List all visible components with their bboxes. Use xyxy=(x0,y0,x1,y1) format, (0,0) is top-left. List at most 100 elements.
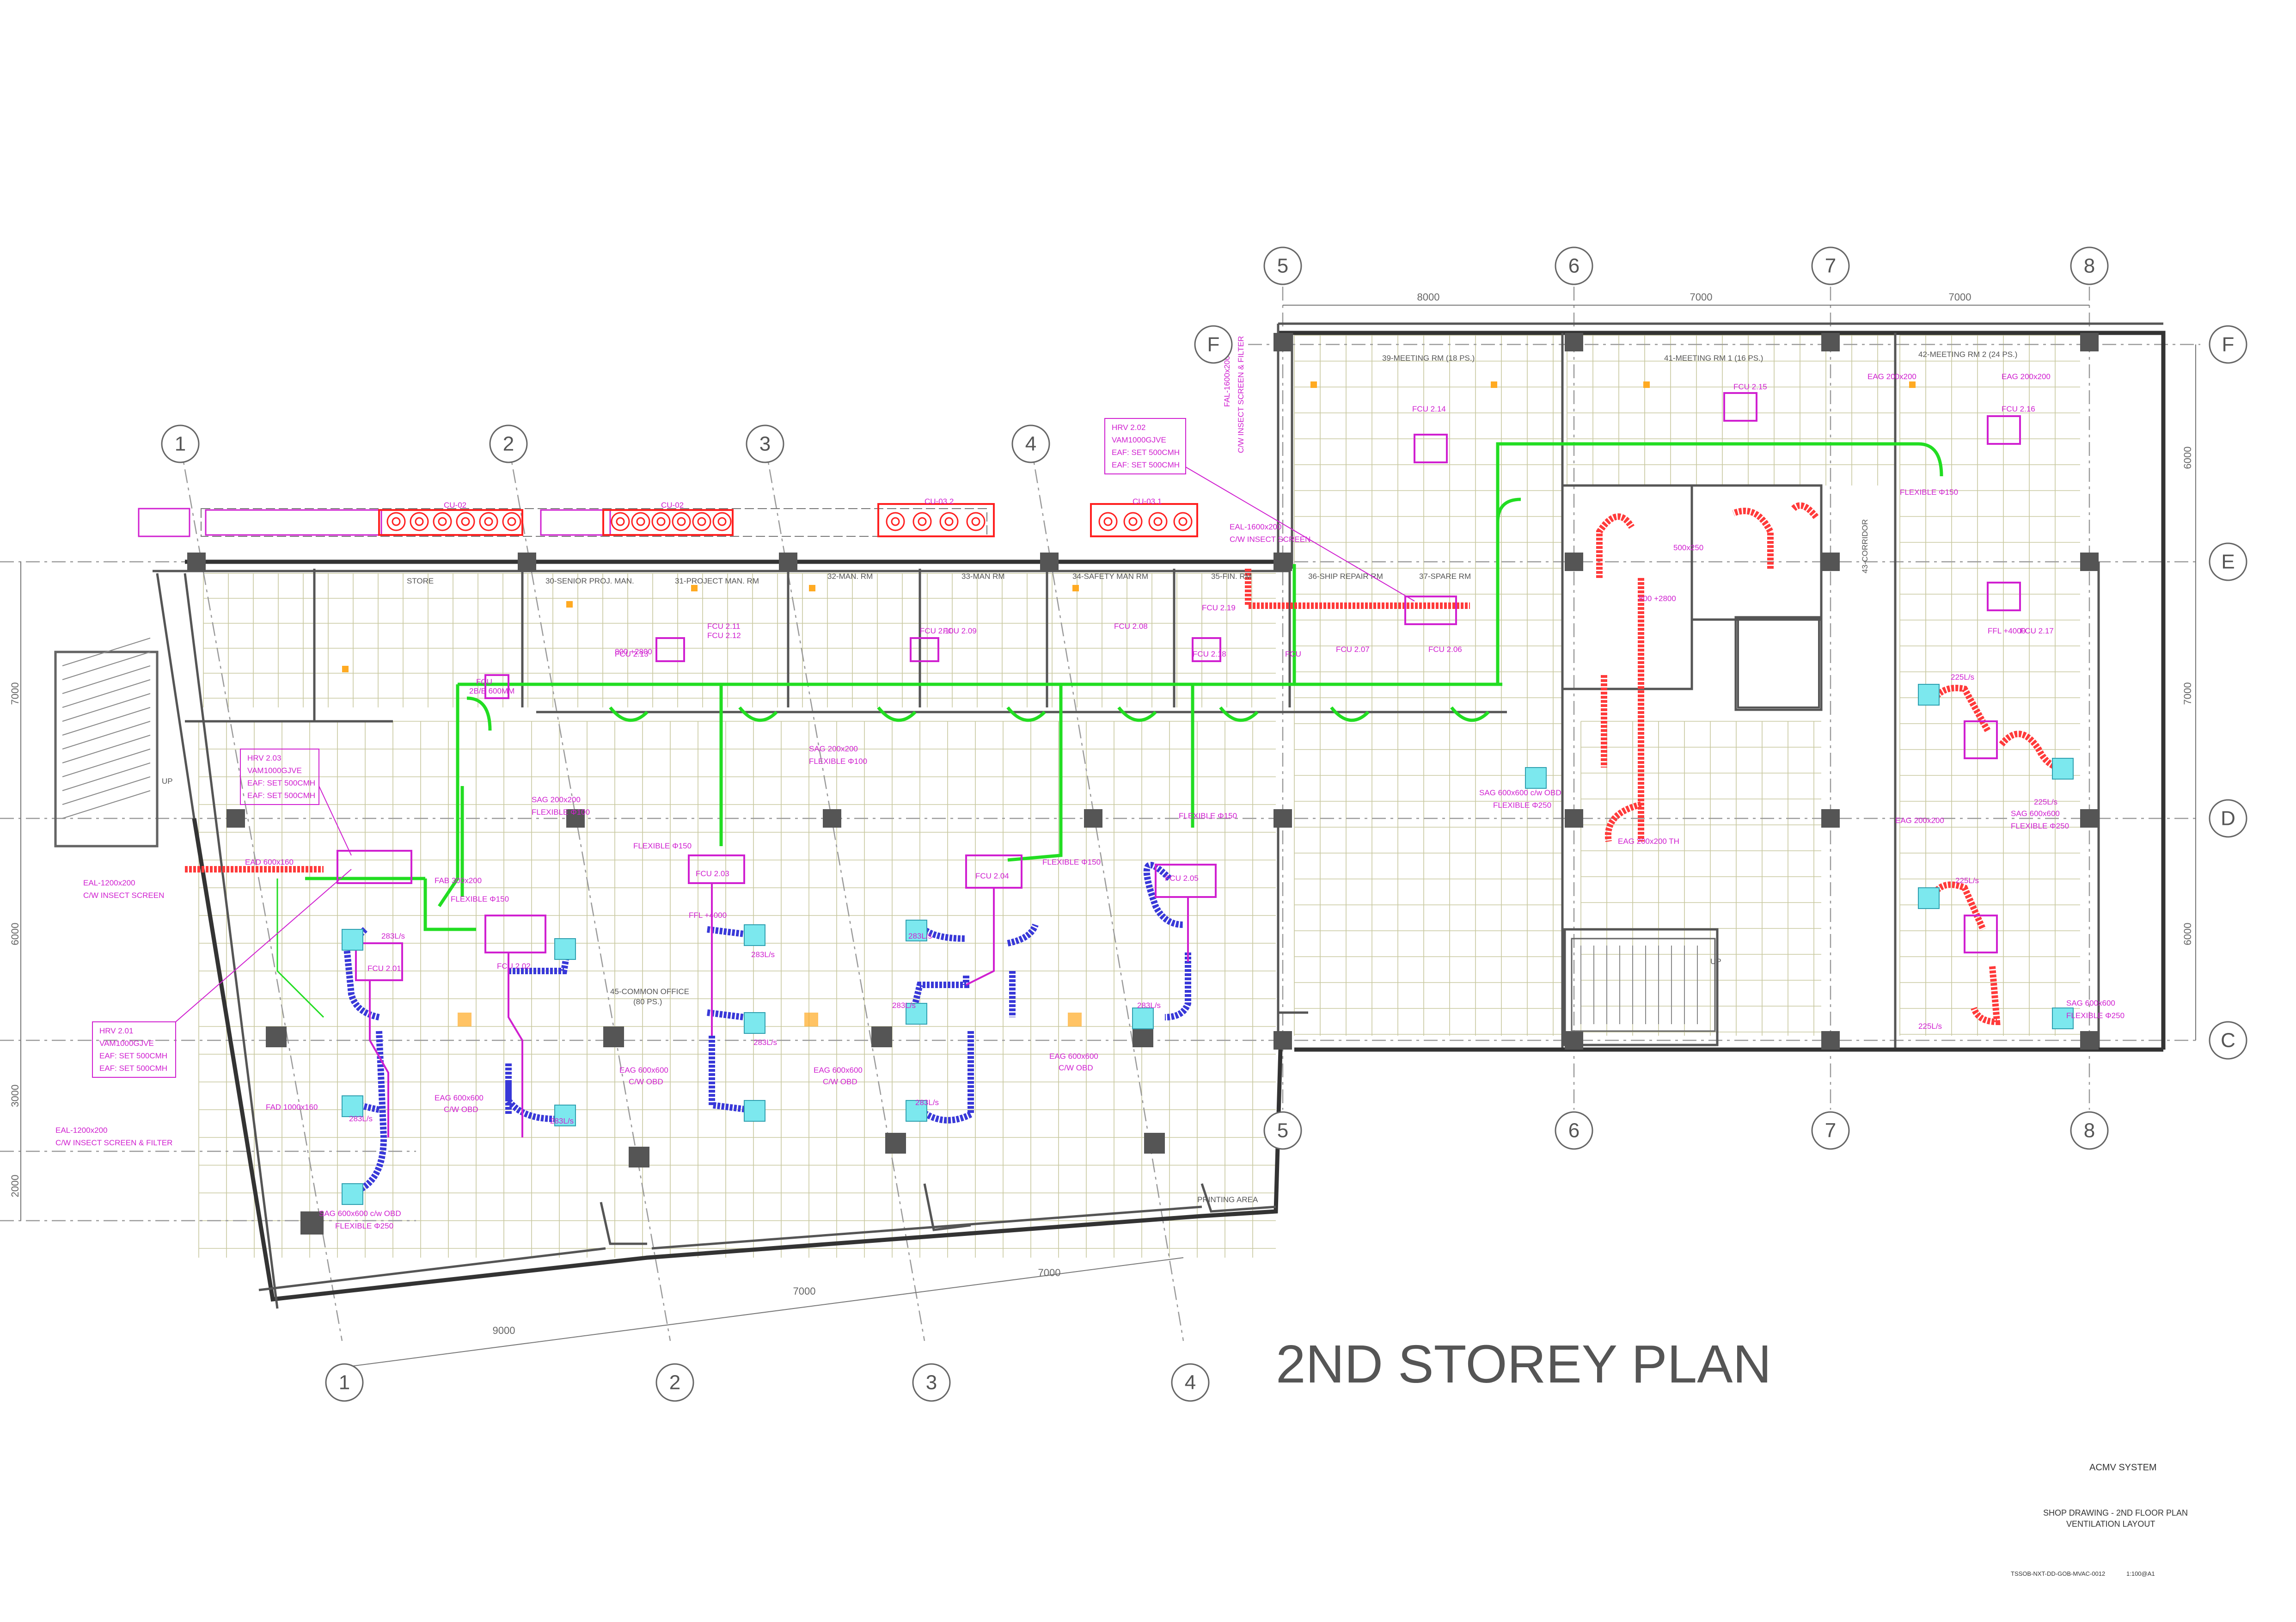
title-block-line2: VENTILATION LAYOUT xyxy=(2066,1519,2155,1529)
room-printing: PRINTING AREA xyxy=(1197,1195,1258,1204)
grid-2-bottom: 2 xyxy=(669,1371,680,1394)
column xyxy=(266,1026,287,1047)
room-store: STORE xyxy=(407,577,434,585)
eal-3-sub: C/W INSECT SCREEN xyxy=(1230,535,1310,544)
eal-2-sub: C/W INSECT SCREEN & FILTER xyxy=(55,1138,172,1147)
eag-8-label: EAG 200x200 xyxy=(1895,816,1944,825)
condensing-units: CU-02 CU-02 CU-03.2 CU-03.1 xyxy=(138,497,1198,537)
column xyxy=(566,809,585,828)
cfm-4: 283L/s xyxy=(751,950,775,959)
svg-text:EAF: SET 500CMH: EAF: SET 500CMH xyxy=(247,791,315,800)
eal-1-sub: C/W INSECT SCREEN xyxy=(83,891,164,900)
cfm-7: 283L/s xyxy=(892,1001,916,1010)
room-34: 34-SAFETY MAN RM xyxy=(1072,572,1148,581)
grid-f-right: F xyxy=(2222,333,2235,356)
fcu-201-label: FCU 2.01 xyxy=(367,964,401,973)
column xyxy=(300,1211,324,1235)
svg-text:VAM1000GJVE: VAM1000GJVE xyxy=(247,766,302,775)
structural-columns xyxy=(187,333,2099,1235)
fcu-205-label: FCU 2.05 xyxy=(1165,874,1199,883)
column xyxy=(1144,1133,1165,1154)
dim-left-1: 7000 xyxy=(9,682,21,705)
sag-5-label: SAG 200x200 xyxy=(532,795,581,804)
grid-7-bottom: 7 xyxy=(1825,1119,1836,1142)
grid-8-bottom: 8 xyxy=(2084,1119,2095,1142)
grid-5-bottom: 5 xyxy=(1277,1119,1288,1142)
dim-right-1: 6000 xyxy=(2182,447,2193,469)
supply-flex-ducts xyxy=(343,862,1191,1196)
title-block-system: ACMV SYSTEM xyxy=(2089,1462,2157,1473)
fcu-204-label: FCU 2.04 xyxy=(975,872,1009,880)
column xyxy=(2080,809,2099,828)
room-45-capacity: (80 PS.) xyxy=(633,997,662,1006)
grid-6-top: 6 xyxy=(1568,255,1580,277)
flex-3-label: FLEXIBLE Φ150 xyxy=(1042,858,1101,866)
grid-c-right: C xyxy=(2221,1029,2235,1052)
eag-1-sub: C/W OBD xyxy=(444,1105,478,1114)
bdd-label-2: 800 +2800 xyxy=(1639,594,1676,603)
room-32: 32-MAN. RM xyxy=(827,572,873,581)
flex-4-label: FLEXIBLE Φ150 xyxy=(1179,811,1237,820)
dim-left-4: 2000 xyxy=(9,1175,21,1198)
cfm-13: 225L/s xyxy=(1918,1022,1942,1031)
ead-label: EAD 600x160 xyxy=(245,858,294,866)
cu-label-3: CU-03.2 xyxy=(925,497,954,506)
column xyxy=(629,1147,649,1167)
grid-bubbles: 5 6 7 8 1 2 3 4 1 2 3 4 5 6 7 8 F E D C … xyxy=(161,246,2247,1402)
stair-up-label-2: UP xyxy=(1710,957,1721,966)
cfm-5: 283L/s xyxy=(753,1038,777,1047)
column xyxy=(1084,809,1102,828)
column xyxy=(1821,1031,1840,1050)
grid-3-bottom: 3 xyxy=(926,1371,937,1394)
cfm-12: 225L/s xyxy=(1955,876,1979,885)
cu-group-5 xyxy=(1090,503,1198,537)
bdd-label: 800 +2800 xyxy=(615,647,652,656)
grid-5-top: 5 xyxy=(1277,255,1288,277)
hrv-2-02-tag: HRV 2.02 VAM1000GJVE EAF: SET 500CMH EAF… xyxy=(1104,418,1415,602)
svg-text:VAM1000GJVE: VAM1000GJVE xyxy=(99,1039,154,1048)
sag-1-sub: FLEXIBLE Φ250 xyxy=(335,1222,393,1230)
grid-1-bottom: 1 xyxy=(339,1371,350,1394)
sag-6-label: SAG 200x200 xyxy=(809,744,858,753)
cu-label-1: CU-02 xyxy=(444,501,466,510)
sag-4-sub: FLEXIBLE Φ250 xyxy=(2066,1011,2125,1020)
column xyxy=(885,1133,906,1154)
sag-4-label: SAG 600x600 xyxy=(2066,999,2115,1008)
fcu-206-label: FCU 2.06 xyxy=(1428,645,1462,654)
cfm-11: 225L/s xyxy=(2034,798,2057,806)
bp-label: 2B/E 600MM xyxy=(469,687,514,695)
fresh-air-ducts xyxy=(276,442,1943,1018)
grid-4-top: 4 xyxy=(1025,433,1036,455)
cu-label-4: CU-03.1 xyxy=(1133,497,1162,506)
fcu-207-label: FCU 2.07 xyxy=(1336,645,1370,654)
eal-3-label: EAL-1600x200 xyxy=(1230,522,1281,531)
column xyxy=(1565,1031,1583,1050)
cfm-9: 283L/s xyxy=(1137,1001,1161,1010)
grid-6-bottom: 6 xyxy=(1568,1119,1580,1142)
damper-label: 500x250 xyxy=(1673,543,1703,552)
eag-1-label: EAG 600x600 xyxy=(435,1094,484,1102)
sag-3-label: SAG 600x600 xyxy=(2011,809,2060,818)
column xyxy=(1565,553,1583,571)
dimension-lines: 8000 7000 7000 9000 7000 7000 6000 7000 … xyxy=(9,291,2196,1369)
fcu-210-label: FCU 2.10 xyxy=(920,627,954,635)
fcu-213-label: FCU 2.13 xyxy=(615,650,649,658)
column xyxy=(2080,333,2099,351)
cfm-3: 283L/s xyxy=(550,1117,574,1125)
ceiling-light-markers xyxy=(342,381,1916,1026)
column xyxy=(2080,553,2099,571)
air-diffusers xyxy=(342,684,2074,1205)
svg-text:EAF: SET 500CMH: EAF: SET 500CMH xyxy=(1112,448,1180,457)
room-43: 43-CORRIDOR xyxy=(1861,519,1869,573)
column xyxy=(1274,809,1292,828)
fcu-203-label: FCU 2.03 xyxy=(696,869,729,878)
fcu-211-label: FCU 2.11 xyxy=(707,622,741,631)
room-39: 39-MEETING RM (18 PS.) xyxy=(1382,354,1475,362)
room-30: 30-SENIOR PROJ. MAN. xyxy=(545,577,634,585)
cu-group-2 xyxy=(378,509,523,536)
ffl-1-label: FFL +4000 xyxy=(689,911,727,920)
column xyxy=(1274,333,1292,351)
hrv-2-01-unit xyxy=(337,850,412,884)
column xyxy=(227,809,245,828)
